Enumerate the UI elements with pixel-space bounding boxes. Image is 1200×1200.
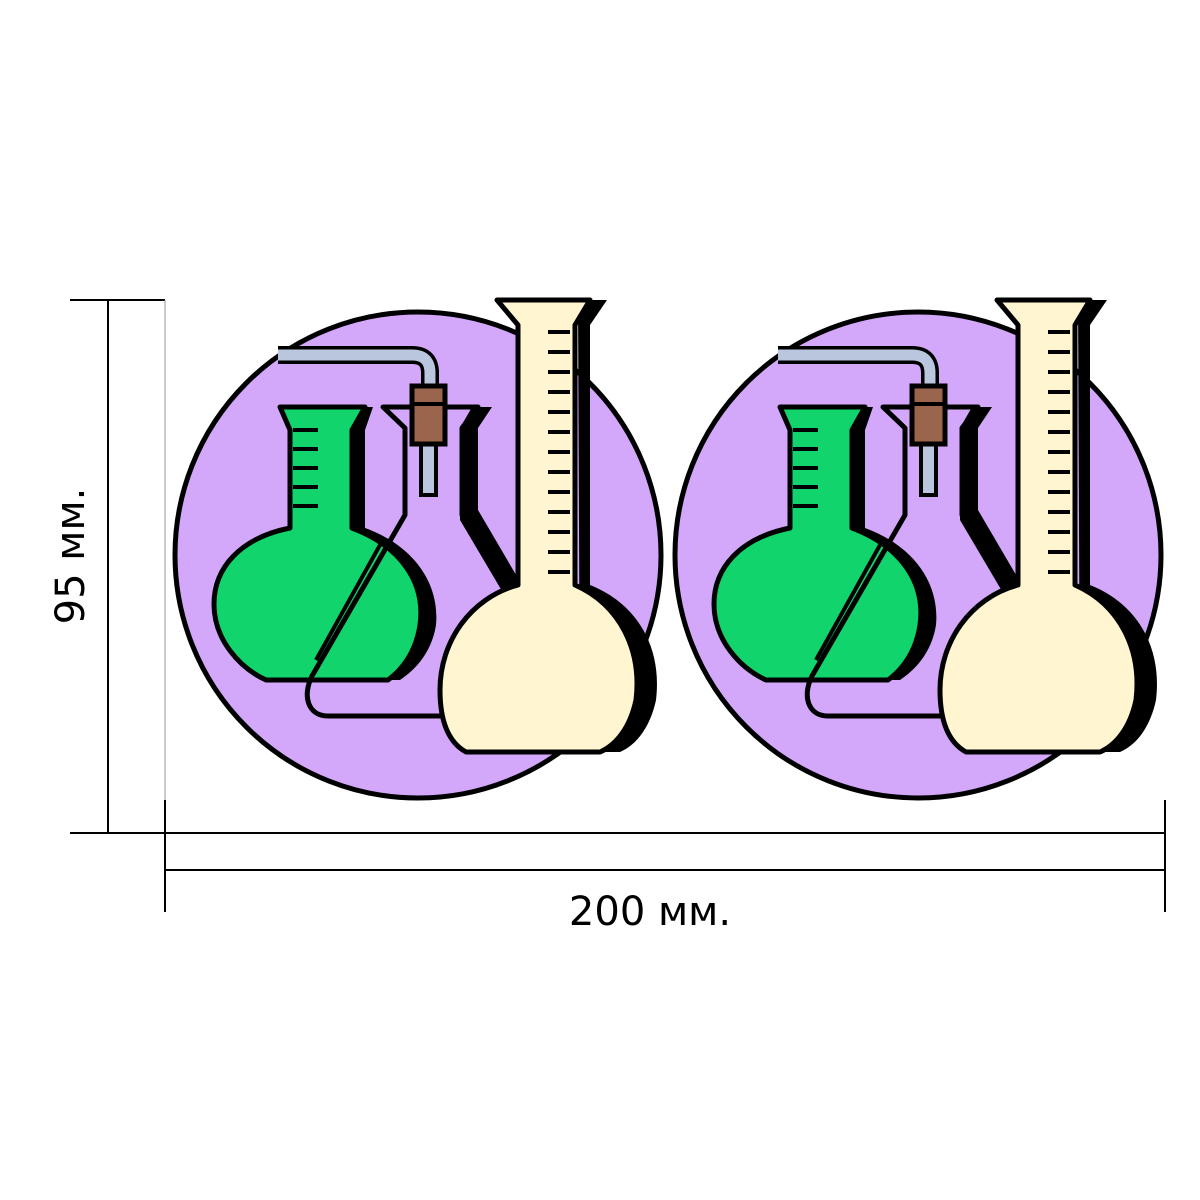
- width-label: 200 мм.: [569, 889, 731, 935]
- sticker-left: [175, 300, 661, 798]
- width-dimension: [164, 800, 1166, 912]
- height-dimension: [70, 299, 166, 834]
- height-label: 95 мм.: [48, 488, 94, 625]
- sticker-right: [675, 300, 1161, 798]
